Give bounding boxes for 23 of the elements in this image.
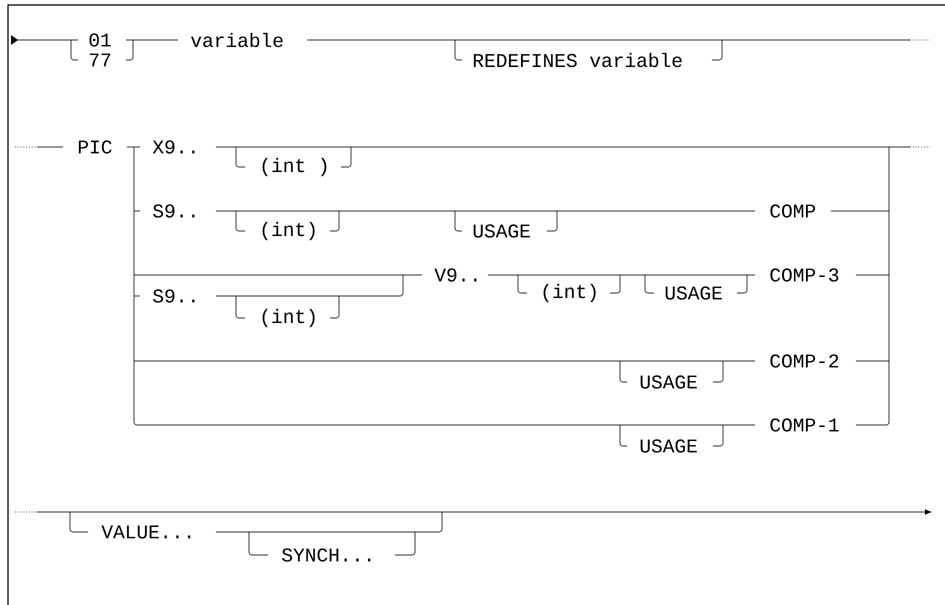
- syntax-term: (int): [262, 308, 315, 328]
- syntax-term: S9..: [153, 289, 194, 303]
- syntax-term: COMP-2: [770, 354, 838, 368]
- syntax-term: SYNCH...: [282, 548, 370, 562]
- syntax-term: (int): [544, 284, 596, 302]
- syntax-term: USAGE: [640, 375, 697, 389]
- syntax-term: X9..: [152, 140, 194, 154]
- syntax-term: REDEFINES variable: [474, 52, 682, 68]
- syntax-term: (int): [262, 222, 315, 240]
- syntax-term: USAGE: [666, 286, 722, 300]
- syntax-term: COMP: [770, 204, 816, 218]
- syntax-term: USAGE: [474, 224, 530, 238]
- syntax-term: PIC: [78, 140, 112, 154]
- syntax-term: (int ): [262, 158, 326, 176]
- syntax-term: VALUE...: [101, 525, 190, 538]
- syntax-term: 01: [90, 33, 111, 47]
- syntax-term: S9..: [153, 204, 194, 218]
- syntax-term: COMP-1: [770, 418, 839, 432]
- syntax-term: USAGE: [640, 439, 697, 453]
- syntax-term: COMP-3: [770, 268, 838, 282]
- syntax-term: variable: [191, 32, 283, 48]
- syntax-term: 77: [90, 54, 110, 66]
- syntax-term: V9..: [434, 268, 476, 282]
